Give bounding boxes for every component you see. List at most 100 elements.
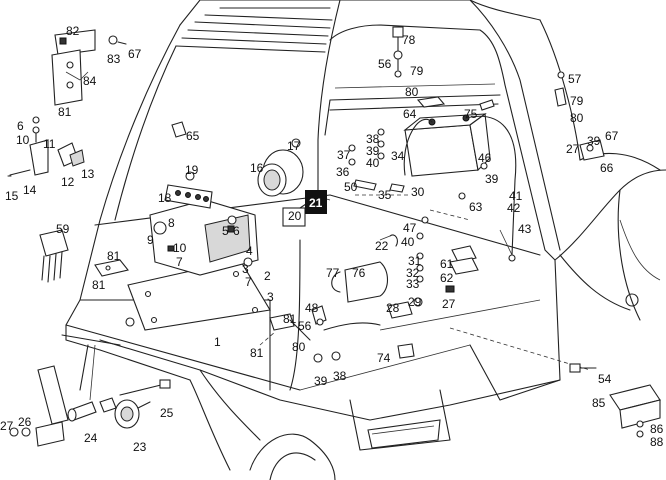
callout-41: 41 bbox=[509, 189, 523, 203]
callout-3: 3 bbox=[242, 262, 249, 276]
part-64-tray bbox=[416, 96, 495, 111]
callout-48: 48 bbox=[305, 301, 319, 315]
callout-32: 32 bbox=[406, 266, 420, 280]
callout-39: 39 bbox=[314, 374, 328, 388]
callout-23: 23 bbox=[133, 440, 147, 454]
callout-78: 78 bbox=[402, 33, 416, 47]
part-4-light-assembly bbox=[149, 199, 259, 276]
part-16-round-lamp bbox=[257, 138, 304, 197]
callout-2: 2 bbox=[264, 269, 271, 283]
callout-1: 1 bbox=[214, 335, 221, 349]
part-65-clip bbox=[171, 121, 187, 138]
callout-39: 39 bbox=[485, 172, 499, 186]
part-63-bolt bbox=[458, 162, 488, 200]
part-61-bracket bbox=[445, 245, 479, 293]
callout-84: 84 bbox=[83, 74, 97, 88]
callout-39: 39 bbox=[366, 144, 380, 158]
callout-81: 81 bbox=[250, 346, 264, 360]
callout-79: 79 bbox=[570, 94, 584, 108]
part-85-bracket bbox=[609, 384, 661, 438]
callout-17: 17 bbox=[287, 139, 301, 153]
callout-88: 88 bbox=[650, 435, 664, 449]
part-48-bracket bbox=[269, 305, 381, 363]
part-76-cylinder bbox=[331, 261, 389, 303]
part-18-lamp-strip bbox=[164, 171, 213, 209]
callout-6: 6 bbox=[17, 119, 24, 133]
callout-81: 81 bbox=[107, 249, 121, 263]
callout-10: 10 bbox=[16, 133, 30, 147]
callout-29: 29 bbox=[408, 295, 422, 309]
callout-15: 15 bbox=[5, 189, 19, 203]
callout-35: 35 bbox=[378, 188, 392, 202]
callout-67: 67 bbox=[128, 47, 142, 61]
part-66-bracket bbox=[579, 139, 605, 161]
callout-38: 38 bbox=[333, 369, 347, 383]
callout-75: 75 bbox=[464, 107, 478, 121]
callout-42: 42 bbox=[507, 201, 521, 215]
callout-62: 62 bbox=[440, 271, 454, 285]
callout-25: 25 bbox=[160, 406, 174, 420]
part-25-bolt bbox=[119, 379, 171, 396]
callout-18: 18 bbox=[158, 191, 172, 205]
callout-7: 7 bbox=[176, 255, 183, 269]
callout-20: 20 bbox=[288, 209, 302, 223]
part-59-relay bbox=[39, 229, 69, 283]
callout-79: 79 bbox=[410, 64, 424, 78]
callout-8: 8 bbox=[168, 216, 175, 230]
vehicle-body-outline bbox=[61, 0, 666, 480]
callout-36: 36 bbox=[336, 165, 350, 179]
callout-57: 57 bbox=[568, 72, 582, 86]
callout-81: 81 bbox=[92, 278, 106, 292]
callout-7: 7 bbox=[245, 275, 252, 289]
callout-22: 22 bbox=[375, 239, 389, 253]
callout-30: 30 bbox=[411, 185, 425, 199]
callout-85: 85 bbox=[592, 396, 606, 410]
part-82-bracket bbox=[51, 29, 96, 106]
callout-10: 10 bbox=[173, 241, 187, 255]
callout-19: 19 bbox=[185, 163, 199, 177]
callout-50: 50 bbox=[344, 180, 358, 194]
callout-80: 80 bbox=[405, 85, 419, 99]
highlight-callout-text: 21 bbox=[309, 196, 323, 210]
part-28-lamp bbox=[387, 297, 423, 319]
part-78-bolt-stack bbox=[392, 26, 404, 78]
callout-27: 27 bbox=[442, 297, 456, 311]
callout-37: 37 bbox=[337, 148, 351, 162]
part-23-horn bbox=[114, 399, 151, 429]
callout-64: 64 bbox=[403, 107, 417, 121]
callout-31: 31 bbox=[408, 254, 422, 268]
callout-65: 65 bbox=[186, 129, 200, 143]
callout-5: 5 bbox=[222, 224, 229, 238]
part-30-battery bbox=[403, 112, 517, 262]
callout-59: 59 bbox=[56, 222, 70, 236]
parts bbox=[7, 26, 661, 447]
callout-40: 40 bbox=[366, 156, 380, 170]
callout-80: 80 bbox=[292, 340, 306, 354]
callout-3: 3 bbox=[267, 290, 274, 304]
callout-38: 38 bbox=[366, 132, 380, 146]
part-57-bracket bbox=[554, 71, 567, 107]
callout-4: 4 bbox=[246, 244, 253, 258]
callout-83: 83 bbox=[107, 52, 121, 66]
part-74-clip bbox=[397, 343, 415, 359]
part-24-bushing bbox=[67, 397, 117, 422]
callout-14: 14 bbox=[23, 183, 37, 197]
callout-81: 81 bbox=[58, 105, 72, 119]
callout-77: 77 bbox=[326, 266, 340, 280]
callout-56: 56 bbox=[298, 319, 312, 333]
callout-27: 27 bbox=[566, 142, 580, 156]
callout-24: 24 bbox=[84, 431, 98, 445]
callout-40: 40 bbox=[401, 235, 415, 249]
callout-74: 74 bbox=[377, 351, 391, 365]
callout-56: 56 bbox=[378, 57, 392, 71]
callout-43: 43 bbox=[518, 222, 532, 236]
callout-76: 76 bbox=[352, 266, 366, 280]
callout-47: 47 bbox=[403, 221, 417, 235]
part-37-bolt bbox=[348, 128, 385, 166]
part-26-bracket bbox=[9, 365, 69, 447]
callout-86: 86 bbox=[650, 422, 664, 436]
part-22-clip bbox=[389, 216, 429, 283]
callout-6: 6 bbox=[233, 224, 240, 238]
callout-34: 34 bbox=[391, 149, 405, 163]
